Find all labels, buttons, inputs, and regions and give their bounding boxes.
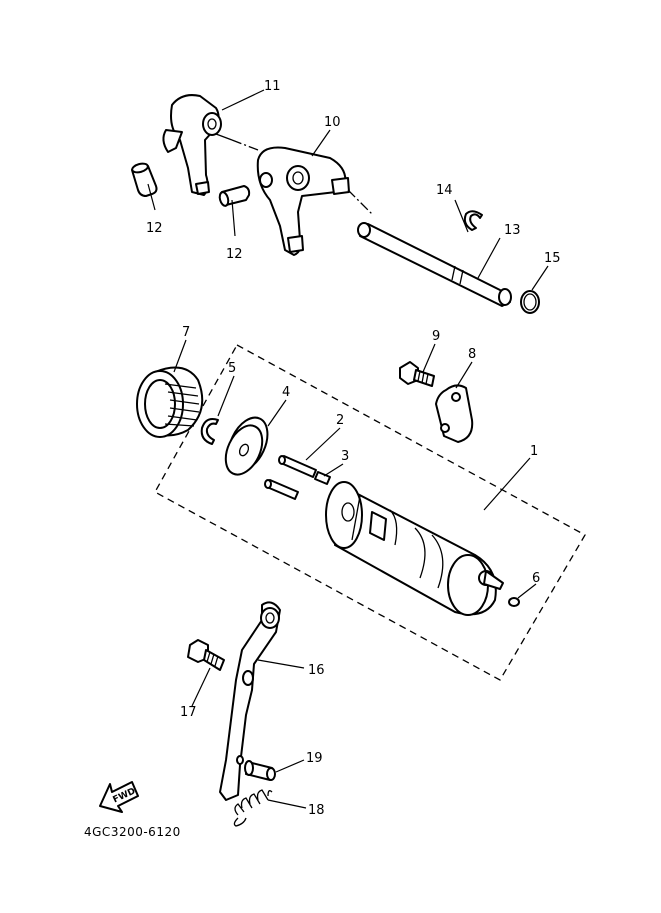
callout-13: 13	[504, 223, 521, 238]
bolt-6	[508, 597, 520, 607]
callout-6: 6	[532, 571, 540, 586]
forward-arrow-icon: FWD	[99, 781, 139, 813]
callout-leaders	[147, 89, 549, 809]
shift-drum-1	[325, 481, 504, 616]
guide-pin-12-right	[218, 185, 251, 207]
o-ring-15	[520, 290, 540, 314]
callout-5: 5	[228, 361, 236, 376]
guide-pin-12-left	[131, 162, 158, 197]
shift-fork-11	[162, 94, 233, 196]
callout-16: 16	[308, 663, 325, 678]
diagram-code: 4GC3200-6120	[84, 825, 181, 839]
bolt-17	[187, 639, 225, 671]
callout-14: 14	[436, 183, 453, 198]
callout-1: 1	[530, 444, 538, 459]
callout-numbers: 11 10 12 12 14 13 15 7 5 4 2 3 9 8 1 6 1…	[146, 79, 561, 818]
shift-fork-guide-bar-13	[357, 222, 512, 307]
callout-10: 10	[324, 115, 341, 130]
pin-2-lower	[264, 479, 299, 500]
callout-4: 4	[282, 385, 290, 400]
callout-2: 2	[336, 413, 344, 428]
callout-18: 18	[308, 803, 325, 818]
stopper-plate-8	[435, 384, 474, 443]
callout-12-right: 12	[226, 247, 243, 262]
callout-7: 7	[182, 325, 190, 340]
circlip-14	[463, 210, 483, 231]
callout-12-left: 12	[146, 221, 163, 236]
pin-19	[244, 760, 276, 781]
bolt-9	[399, 361, 435, 387]
assembly-group-boundary	[154, 344, 586, 681]
callout-11: 11	[264, 79, 281, 94]
spring-18	[233, 789, 273, 827]
callout-9: 9	[432, 329, 440, 344]
shift-fork-10	[256, 146, 350, 256]
washer-4	[224, 416, 269, 476]
callout-3: 3	[341, 449, 349, 464]
shift-lever-16	[219, 601, 281, 801]
pin-2	[278, 455, 317, 478]
callout-19: 19	[306, 751, 323, 766]
circlip-5	[200, 418, 219, 445]
bearing-7	[136, 366, 204, 438]
callout-8: 8	[468, 347, 476, 362]
callout-15: 15	[544, 251, 561, 266]
callout-17: 17	[180, 705, 197, 720]
